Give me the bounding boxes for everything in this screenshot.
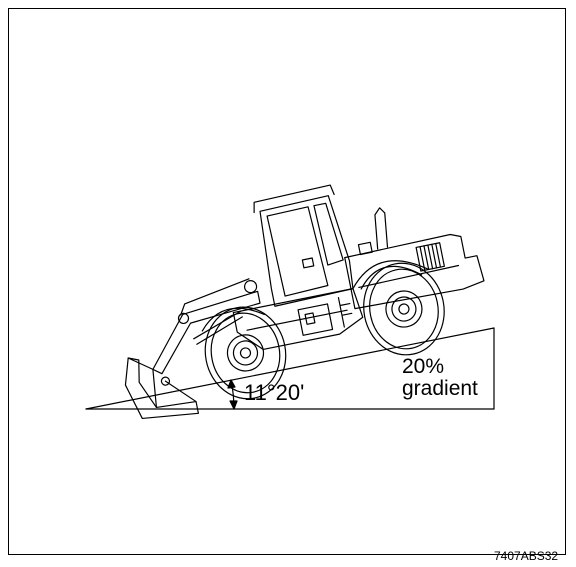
angle-arc xyxy=(227,379,238,410)
slope-angle-label: 11°20' xyxy=(244,380,305,405)
figure-frame xyxy=(8,8,566,555)
boom-arm xyxy=(152,278,261,375)
gradient-word-label: gradient xyxy=(402,377,478,400)
front-wheel xyxy=(204,306,287,400)
bucket xyxy=(124,357,199,420)
gradient-percent-label: 20% xyxy=(402,355,445,378)
cab xyxy=(253,184,354,307)
radiator-grille xyxy=(415,242,445,272)
figure-code-label: 7407ABS32 xyxy=(494,549,559,563)
rear-wheel xyxy=(363,262,445,356)
wheel-loader xyxy=(124,184,485,420)
